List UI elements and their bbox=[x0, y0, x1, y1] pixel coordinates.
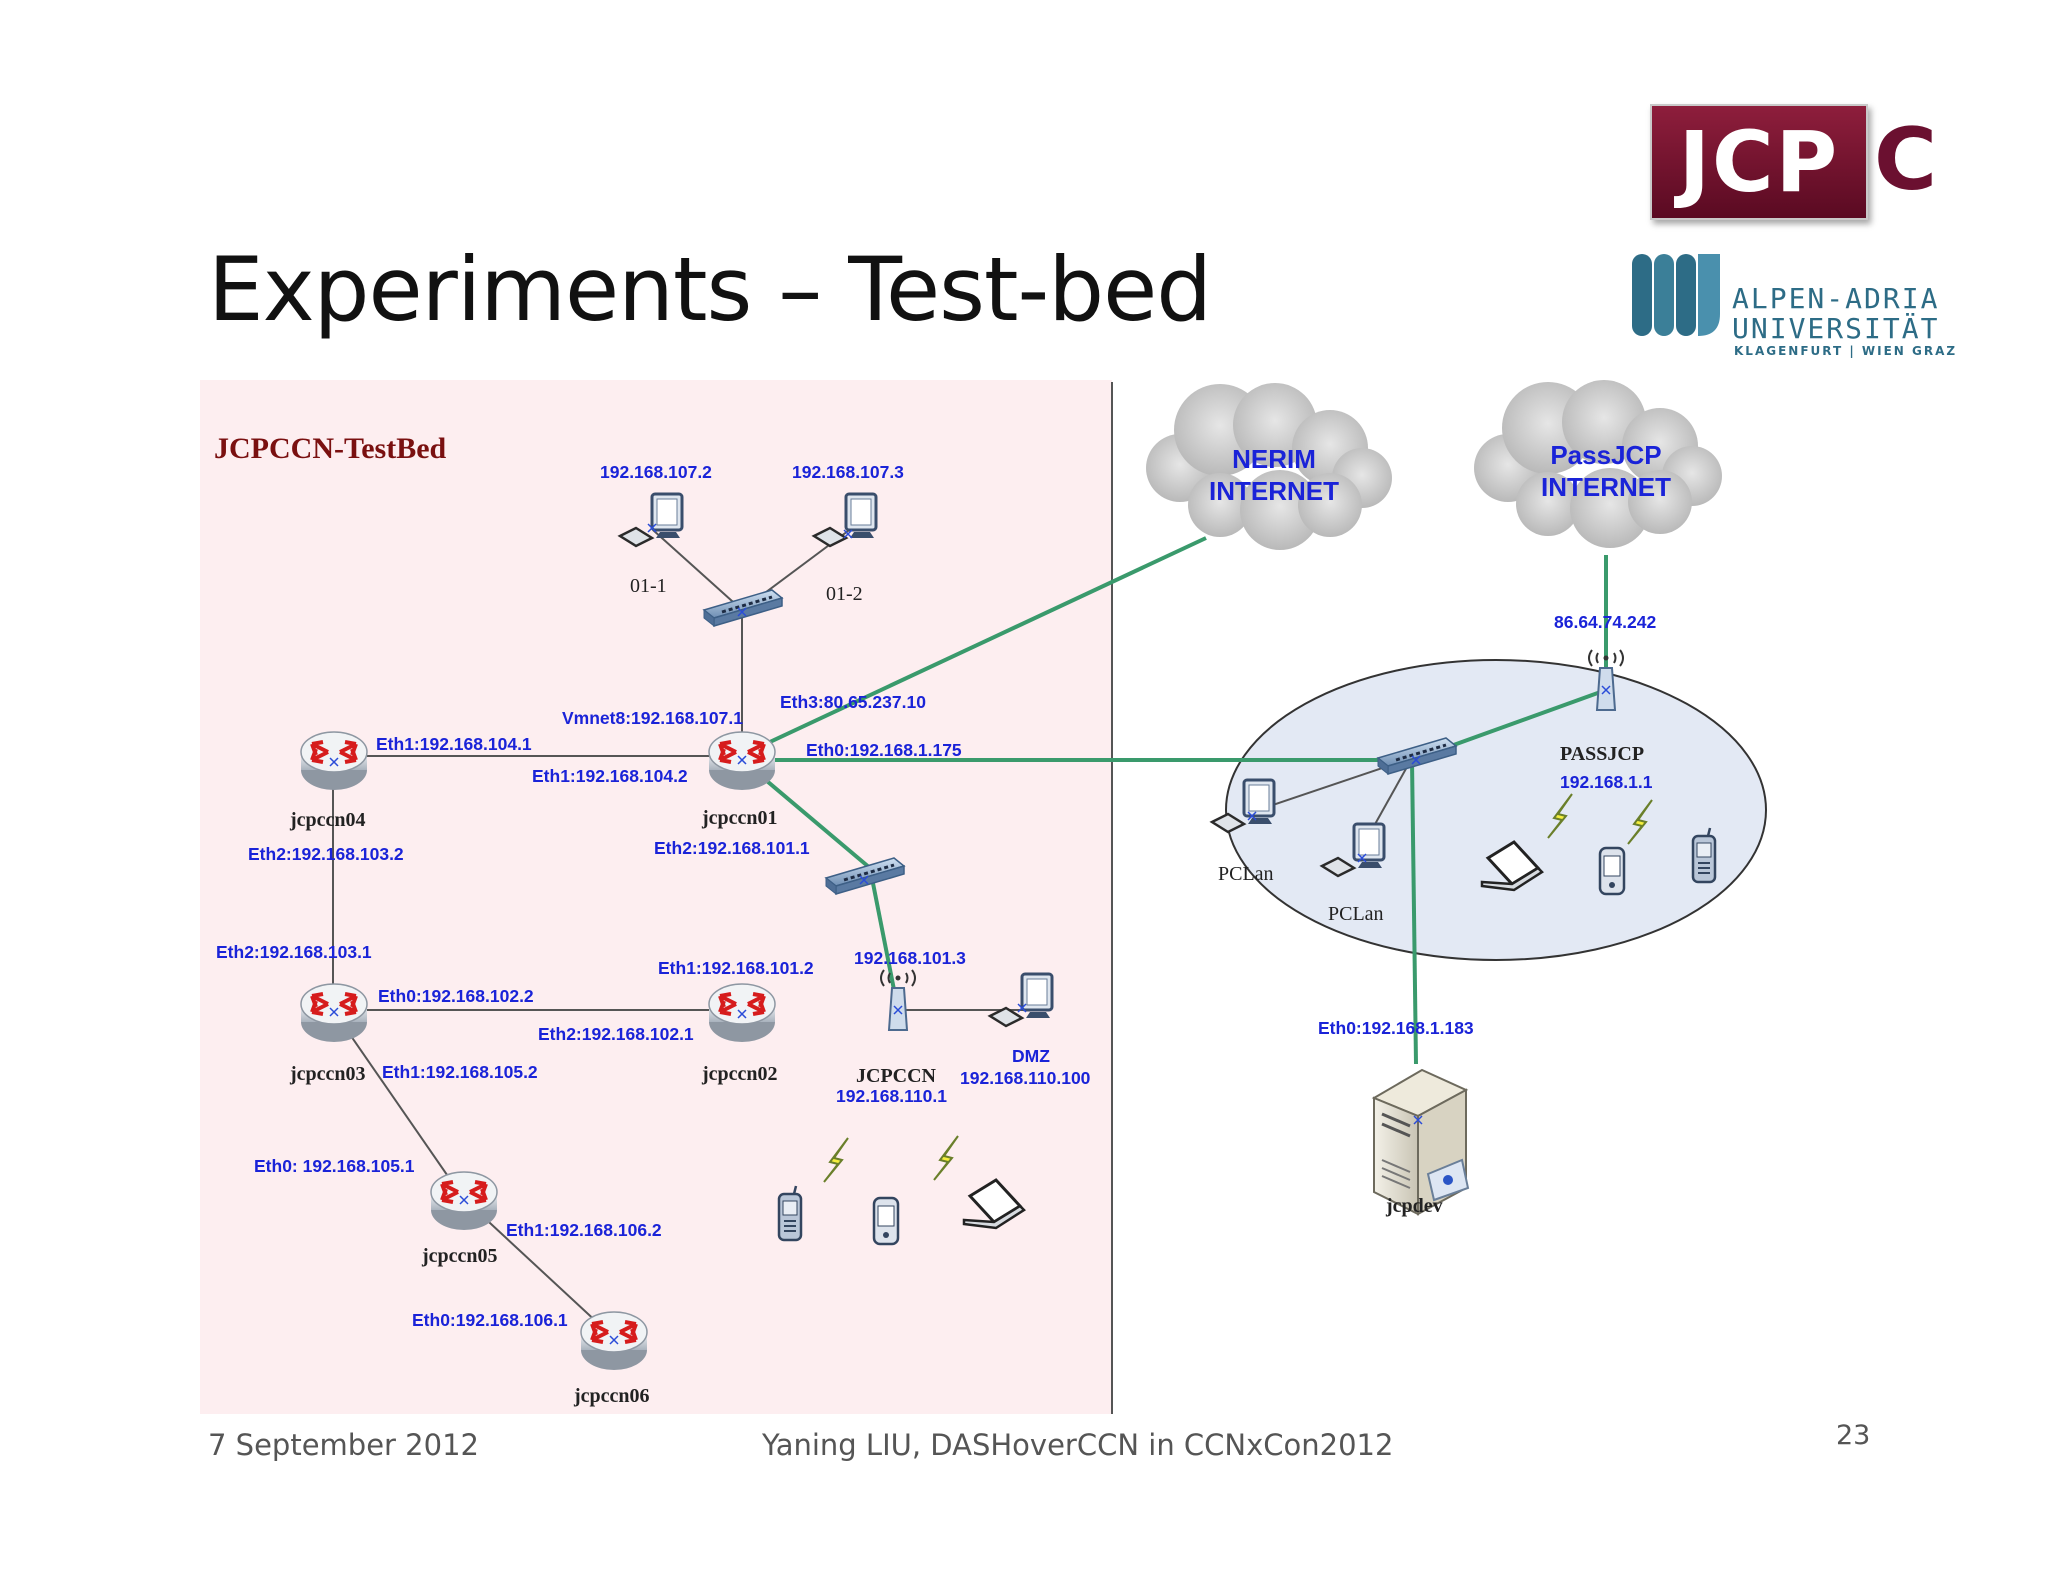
ip-eth0-jcpdev: Eth0:192.168.1.183 bbox=[1318, 1018, 1474, 1038]
pda-icon bbox=[1598, 846, 1626, 896]
node-label-jcpccn04: jcpccn04 bbox=[289, 809, 366, 831]
node-label-jcpccn02: jcpccn02 bbox=[701, 1063, 778, 1085]
ip-eth1-jcpccn01: Eth1:192.168.104.2 bbox=[532, 766, 688, 786]
cloud-passjcp-line1: PassJCP bbox=[1550, 440, 1661, 470]
ip-eth1-jcpccn02: Eth1:192.168.101.2 bbox=[658, 958, 814, 978]
ip-eth2-jcpccn01: Eth2:192.168.101.1 bbox=[654, 838, 810, 858]
aau-logo-line1: ALPEN-ADRIA bbox=[1732, 282, 1940, 315]
lan-ellipse bbox=[1225, 659, 1767, 961]
cloud-nerim-line1: NERIM bbox=[1232, 444, 1316, 474]
ip-eth1-jcpccn03: Eth1:192.168.105.2 bbox=[382, 1062, 538, 1082]
testbed-title: JCPCCN-TestBed bbox=[214, 432, 447, 465]
node-label-01-2: 01-2 bbox=[826, 583, 863, 605]
aau-logo-line2: UNIVERSITÄT bbox=[1732, 312, 1940, 345]
node-label-pclan-1: PCLan bbox=[1218, 863, 1274, 885]
footer-date: 7 September 2012 bbox=[208, 1428, 479, 1462]
node-label-dmz: DMZ bbox=[1012, 1046, 1050, 1066]
node-label-01-1: 01-1 bbox=[630, 575, 667, 597]
ip-eth0-jcpccn03: Eth0:192.168.102.2 bbox=[378, 986, 534, 1006]
testbed-area bbox=[200, 380, 1112, 1414]
ip-eth0-jcpccn05: Eth0: 192.168.105.1 bbox=[254, 1156, 415, 1176]
node-label-pclan-2: PCLan bbox=[1328, 903, 1384, 925]
node-label-jcpccn05: jcpccn05 bbox=[421, 1245, 498, 1267]
pda-icon bbox=[872, 1196, 900, 1246]
mobile-phone-icon bbox=[777, 1184, 803, 1242]
ip-eth2-jcpccn02: Eth2:192.168.102.1 bbox=[538, 1024, 694, 1044]
footer-center: Yaning LIU, DASHoverCCN in CCNxCon2012 bbox=[762, 1428, 1394, 1462]
ip-eth2-jcpccn03: Eth2:192.168.103.1 bbox=[216, 942, 372, 962]
aau-logo-mark bbox=[1632, 254, 1720, 336]
ip-eth0-jcpccn01: Eth0:192.168.1.175 bbox=[806, 740, 962, 760]
jcp-logo-c: C bbox=[1874, 110, 1938, 210]
ip-passjcp-wan: 86.64.74.242 bbox=[1554, 612, 1656, 632]
node-label-jcpdev: jcpdev bbox=[1385, 1195, 1443, 1217]
links-gray bbox=[332, 527, 1413, 1339]
ip-passjcp-lan: 192.168.1.1 bbox=[1560, 772, 1653, 792]
ip-eth0-jcpccn06: Eth0:192.168.106.1 bbox=[412, 1310, 568, 1330]
node-label-passjcp: PASSJCP bbox=[1560, 743, 1644, 765]
ip-vmnet8: Vmnet8:192.168.107.1 bbox=[562, 708, 743, 728]
server-jcpdev-icon bbox=[1371, 1068, 1470, 1216]
cloud-passjcp bbox=[1474, 380, 1722, 548]
ip-192-168-107-2: 192.168.107.2 bbox=[600, 462, 712, 482]
ip-eth2-jcpccn04: Eth2:192.168.103.2 bbox=[248, 844, 404, 864]
slide-title: Experiments – Test-bed bbox=[208, 238, 1212, 341]
links-green bbox=[740, 536, 1608, 1065]
node-label-jcpccn06: jcpccn06 bbox=[573, 1385, 650, 1407]
jcp-logo: JCP bbox=[1650, 104, 1868, 220]
cloud-passjcp-line2: INTERNET bbox=[1541, 472, 1671, 502]
ip-192-168-107-3: 192.168.107.3 bbox=[792, 462, 904, 482]
node-label-jcpccn03: jcpccn03 bbox=[289, 1063, 366, 1085]
ip-192-168-110-1: 192.168.110.1 bbox=[836, 1086, 947, 1106]
cloud-nerim bbox=[1146, 383, 1392, 550]
page-number: 23 bbox=[1836, 1420, 1871, 1451]
ip-eth3-jcpccn01: Eth3:80.65.237.10 bbox=[780, 692, 926, 712]
node-label-jcpccn-ap: JCPCCN bbox=[856, 1065, 937, 1087]
aau-logo-line3: KLAGENFURT | WIEN GRAZ bbox=[1734, 344, 1958, 358]
ip-192-168-101-3: 192.168.101.3 bbox=[854, 948, 966, 968]
ip-eth1-jcpccn05: Eth1:192.168.106.2 bbox=[506, 1220, 662, 1240]
mobile-phone-icon bbox=[1691, 826, 1717, 884]
cloud-nerim-line2: INTERNET bbox=[1209, 476, 1339, 506]
ip-eth1-jcpccn04: Eth1:192.168.104.1 bbox=[376, 734, 532, 754]
ip-192-168-110-100: 192.168.110.100 bbox=[960, 1068, 1091, 1088]
node-label-jcpccn01: jcpccn01 bbox=[701, 807, 778, 829]
